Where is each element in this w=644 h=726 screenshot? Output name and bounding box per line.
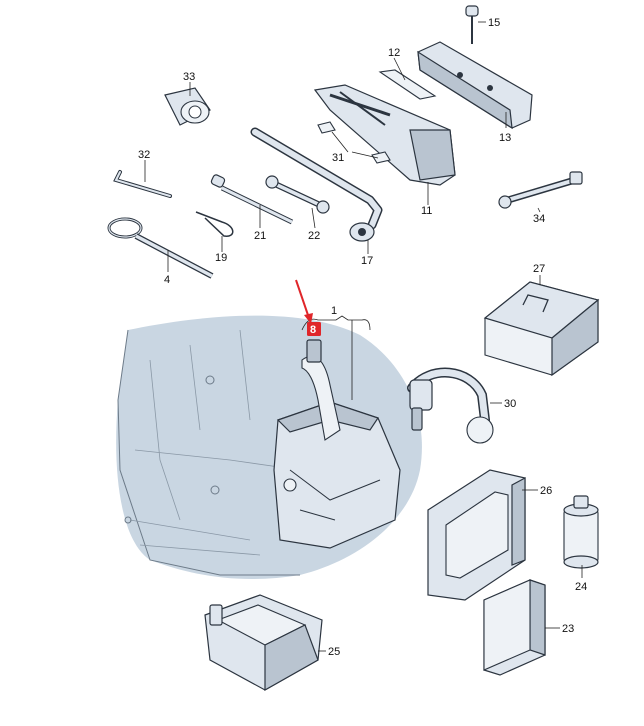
part-15-bolt	[465, 5, 479, 44]
part-22-wrench	[265, 175, 330, 214]
callout-19: 19	[215, 252, 227, 264]
callout-24: 24	[575, 581, 587, 593]
callout-26: 26	[540, 485, 552, 497]
callout-25: 25	[328, 646, 340, 658]
part-8-tray-insert	[273, 339, 401, 549]
callout-32: 32	[138, 149, 150, 161]
part-11-jack	[313, 84, 456, 186]
part-33-socket	[164, 87, 211, 126]
red-pointer-arrow	[295, 279, 313, 324]
part-25-tool-tray	[204, 594, 323, 692]
callout-34: 34	[533, 213, 545, 225]
callout-12: 12	[388, 47, 400, 59]
callout-15: 15	[488, 17, 500, 29]
part-17-wheel-brace	[250, 127, 383, 242]
callout-22: 22	[308, 230, 320, 242]
part-21-pin	[210, 174, 294, 225]
part-30-towing-hook	[407, 367, 494, 444]
callout-8: 8	[310, 324, 316, 336]
part-19-clip	[195, 211, 234, 237]
part-12-pad	[378, 69, 437, 100]
part-26-frame	[427, 469, 526, 601]
callout-1: 1	[331, 305, 337, 317]
part-31-stickers	[317, 121, 391, 164]
callout-4: 4	[164, 274, 170, 286]
leader-lines	[144, 21, 583, 652]
part-24-canister	[563, 495, 599, 569]
part-23-manual-case	[483, 579, 546, 676]
part-34-extension	[498, 171, 583, 209]
part-27-storage-box	[483, 281, 600, 377]
highlight-box-8	[307, 322, 321, 336]
callout-27: 27	[533, 263, 545, 275]
callout-31: 31	[332, 152, 344, 164]
callout-33: 33	[183, 71, 195, 83]
callout-21: 21	[254, 230, 266, 242]
part-13-jack-holder	[417, 41, 533, 130]
part-32-hex-key	[113, 170, 172, 198]
callout-17: 17	[361, 255, 373, 267]
callout-30: 30	[504, 398, 516, 410]
callout-13: 13	[499, 132, 511, 144]
callout-23: 23	[562, 623, 574, 635]
part-4-towing-eye	[107, 217, 214, 279]
callout-11: 11	[421, 205, 432, 217]
